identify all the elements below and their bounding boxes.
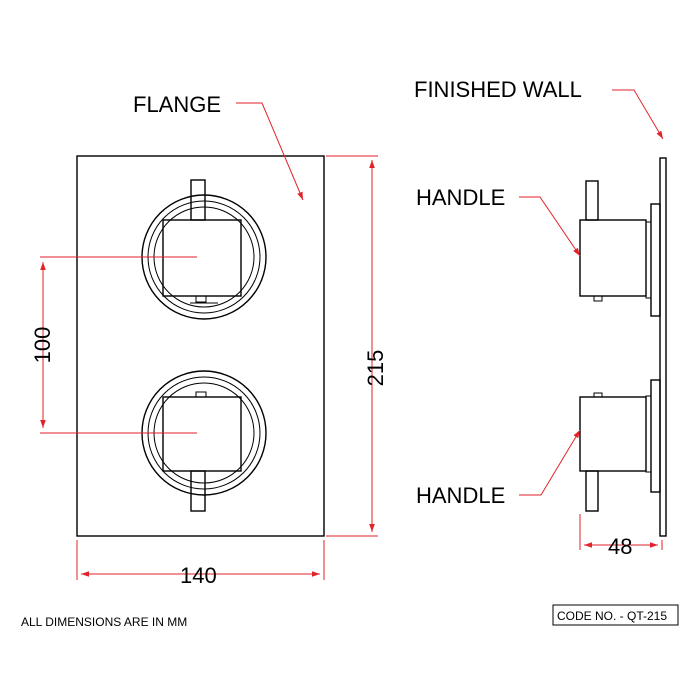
flange-leader — [236, 102, 304, 201]
code-box: CODE NO. - QT-215 — [552, 604, 679, 626]
handle-bottom-label: HANDLE — [416, 483, 505, 508]
bottom-handle-front — [141, 370, 267, 512]
finished-wall-label: FINISHED WALL — [414, 77, 582, 102]
width-value: 140 — [180, 563, 217, 588]
width-dimension — [76, 540, 325, 580]
handle-top-leader — [519, 196, 581, 257]
side-view — [579, 157, 667, 537]
handle-bottom-leader — [519, 429, 581, 496]
top-handle-front — [141, 179, 267, 320]
height-dimension — [326, 155, 378, 537]
flange-label: FLANGE — [133, 92, 221, 117]
units-note: ALL DIMENSIONS ARE IN MM — [21, 615, 187, 629]
wall-plate — [659, 157, 667, 537]
top-handle-side — [579, 180, 647, 302]
spacing-dimension — [40, 256, 197, 434]
bottom-handle-side — [579, 392, 647, 512]
code-number: CODE NO. - QT-215 — [557, 609, 667, 623]
depth-value: 48 — [608, 534, 632, 559]
finished-wall-leader — [612, 89, 664, 140]
spacing-value: 100 — [30, 327, 55, 364]
handle-top-label: HANDLE — [416, 185, 505, 210]
flange-plate — [76, 155, 325, 537]
height-value: 215 — [363, 350, 388, 387]
depth-dimension — [579, 514, 663, 550]
front-view — [76, 155, 325, 537]
